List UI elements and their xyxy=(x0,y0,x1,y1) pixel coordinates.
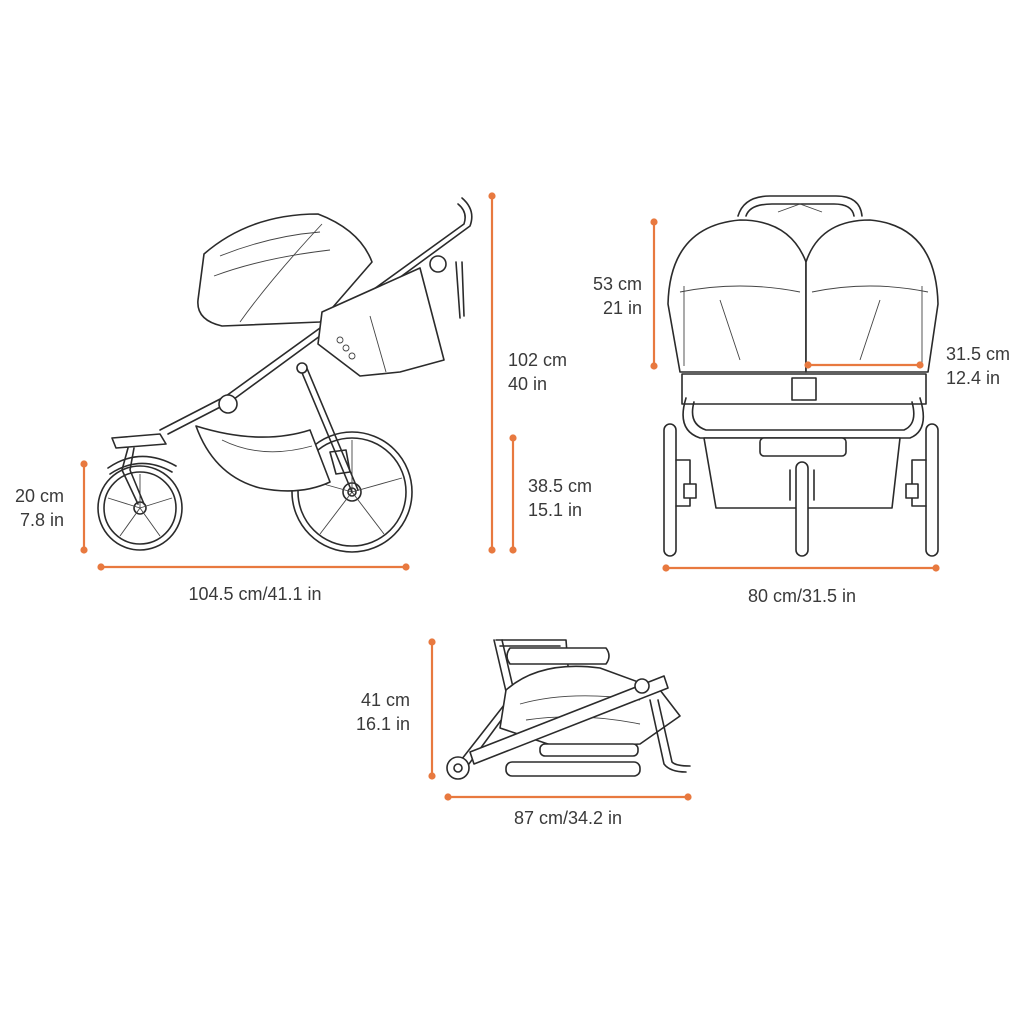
folded-height-dim-endpoint-end xyxy=(428,772,436,780)
seat-width-cm: 31.5 cm xyxy=(946,344,1011,364)
front-wheel-height-dim-endpoint-start xyxy=(80,460,88,468)
folded-height-label: 41 cm 16.1 in xyxy=(330,688,410,736)
dimension-lines xyxy=(80,192,940,801)
seat-width-label: 31.5 cm 12.4 in xyxy=(946,342,1010,390)
front-width-label: 80 cm/31.5 in xyxy=(747,586,857,606)
folded-length-label: 87 cm/34.2 in xyxy=(513,808,623,828)
seat-back-height-dim-endpoint-start xyxy=(650,218,658,226)
handle-height-dim-endpoint-end xyxy=(488,546,496,554)
front-wheel-height-label: 20 cm 7.8 in xyxy=(0,484,64,532)
seat-height-in: 15.1 in xyxy=(528,500,583,520)
front-wheel-height-cm: 20 cm xyxy=(14,486,64,506)
folded-length-dim-endpoint-end xyxy=(684,793,692,801)
seat-back-height-dim-endpoint-end xyxy=(650,362,658,370)
folded-length-dim-endpoint-start xyxy=(444,793,452,801)
front-wheel-height-dim-endpoint-end xyxy=(80,546,88,554)
folded-height-in: 16.1 in xyxy=(355,714,410,734)
folded-stroller xyxy=(446,639,691,780)
seat-back-height-cm: 53 cm xyxy=(592,274,642,294)
folded-height-cm: 41 cm xyxy=(360,690,410,710)
side-length-dim-endpoint-start xyxy=(97,563,105,571)
handle-height-label: 102 cm 40 in xyxy=(508,348,567,396)
handle-height-in: 40 in xyxy=(508,374,548,394)
side-length-label: 104.5 cm/41.1 in xyxy=(188,584,322,604)
seat-height-label: 38.5 cm 15.1 in xyxy=(528,474,592,522)
seat-back-height-label: 53 cm 21 in xyxy=(560,272,642,320)
seat-height-cm: 38.5 cm xyxy=(528,476,593,496)
handle-height-dim-endpoint-start xyxy=(488,192,496,200)
seat-width-in: 12.4 in xyxy=(946,368,1001,388)
side-view-stroller xyxy=(97,197,473,553)
seat-height-dim-endpoint-start xyxy=(509,434,517,442)
side-length-dim-endpoint-end xyxy=(402,563,410,571)
seat-width-dim-endpoint-start xyxy=(804,361,812,369)
seat-height-dim-endpoint-end xyxy=(509,546,517,554)
front-wheel-height-in: 7.8 in xyxy=(19,510,64,530)
front-view-stroller xyxy=(663,195,939,557)
front-width-dim-endpoint-start xyxy=(662,564,670,572)
folded-height-dim-endpoint-start xyxy=(428,638,436,646)
seat-back-height-in: 21 in xyxy=(602,298,642,318)
handle-height-cm: 102 cm xyxy=(508,350,568,370)
seat-width-dim-endpoint-end xyxy=(916,361,924,369)
front-width-dim-endpoint-end xyxy=(932,564,940,572)
